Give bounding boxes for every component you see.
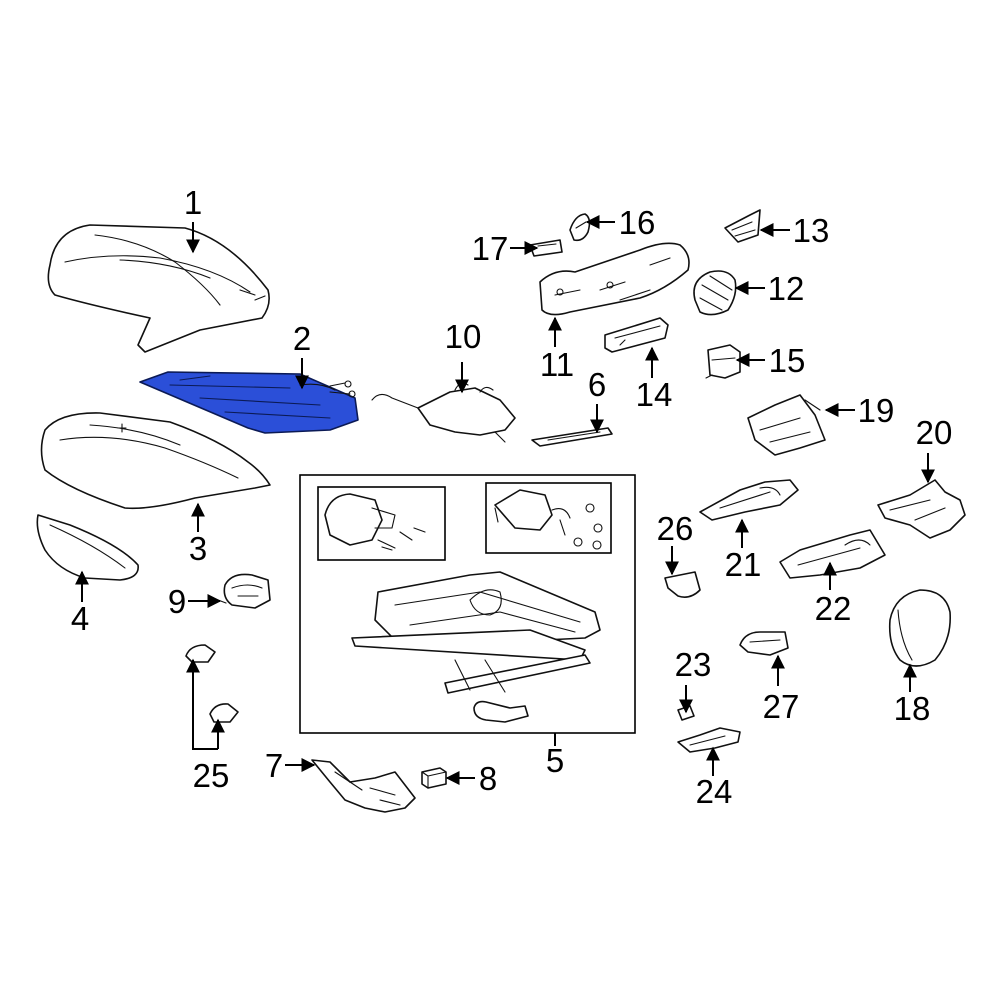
part-18-cover[interactable]	[888, 589, 952, 667]
callout-8: 8	[479, 760, 497, 797]
callout-22: 22	[815, 590, 852, 627]
callout-labels: 1 2 3 4 5 6 7 8 9 10 11 12 13 14 15 16 1…	[71, 184, 953, 810]
part-11-side-shield[interactable]	[539, 242, 690, 316]
part-16-button[interactable]	[569, 213, 591, 242]
part-13-trim[interactable]	[724, 209, 761, 243]
part-25-clip-b[interactable]	[209, 703, 239, 723]
callout-11: 11	[540, 346, 574, 383]
callout-20: 20	[916, 414, 953, 451]
callout-25: 25	[193, 757, 230, 794]
callout-13: 13	[793, 212, 830, 249]
part-7-bracket[interactable]	[311, 759, 416, 813]
part-14-motor-housing[interactable]	[604, 317, 669, 353]
part-9-switch[interactable]	[217, 573, 271, 609]
callout-6: 6	[588, 366, 606, 403]
part-10-harness[interactable]	[371, 382, 516, 443]
part-15-actuator[interactable]	[705, 344, 741, 379]
part-22-track[interactable]	[779, 529, 886, 579]
callout-2: 2	[293, 320, 311, 357]
callout-12: 12	[768, 270, 805, 307]
part-12-knob-cover[interactable]	[693, 270, 737, 316]
part-5-seat-track-assembly[interactable]	[299, 474, 636, 734]
part-1-cushion-cover[interactable]	[47, 224, 270, 353]
callout-23: 23	[675, 646, 712, 683]
part-20-frame[interactable]	[877, 479, 966, 539]
callout-7: 7	[265, 747, 283, 784]
callout-4: 4	[71, 600, 89, 637]
callout-15: 15	[769, 342, 806, 379]
callout-18: 18	[894, 690, 931, 727]
callout-10: 10	[445, 318, 482, 355]
callout-19: 19	[858, 392, 895, 429]
callout-17: 17	[472, 230, 509, 267]
callout-26: 26	[657, 510, 694, 547]
callout-9: 9	[168, 583, 186, 620]
callout-24: 24	[696, 773, 733, 810]
part-25-clip-a[interactable]	[185, 644, 216, 663]
callout-14: 14	[636, 376, 673, 413]
callout-16: 16	[619, 204, 656, 241]
callout-3: 3	[189, 530, 207, 567]
part-24-bracket[interactable]	[677, 727, 741, 753]
part-4-side-panel[interactable]	[36, 514, 139, 581]
callout-21: 21	[725, 546, 762, 583]
part-21-bracket[interactable]	[699, 479, 799, 521]
part-6-rail[interactable]	[531, 427, 613, 447]
leader-lines	[75, 215, 935, 785]
part-27-cover[interactable]	[739, 631, 789, 656]
part-8-clip[interactable]	[421, 767, 447, 789]
part-3-cushion-pad[interactable]	[40, 412, 271, 510]
callout-1: 1	[184, 184, 202, 221]
callout-5: 5	[546, 742, 564, 779]
part-26-cap[interactable]	[664, 571, 701, 598]
part-19-bracket[interactable]	[747, 394, 826, 456]
callout-27: 27	[763, 688, 800, 725]
